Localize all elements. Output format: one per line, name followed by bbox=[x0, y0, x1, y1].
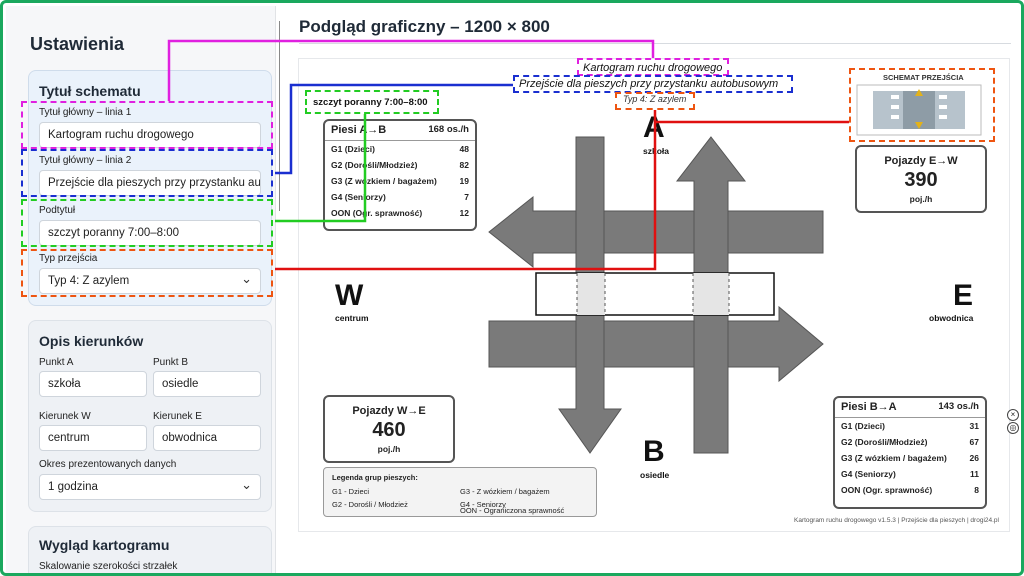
legend-g4: G4 - Seniorzy bbox=[460, 500, 506, 509]
diagram-title-1: Kartogram ruchu drogowego bbox=[583, 62, 723, 74]
legend-title: Legenda grup pieszych: bbox=[332, 473, 418, 482]
dir-e-label: Kierunek E bbox=[153, 411, 202, 422]
node-a-name: szkoła bbox=[643, 146, 669, 156]
period-select[interactable]: 1 godzina bbox=[39, 474, 261, 500]
preview-canvas: Kartogram ruchu drogowego Przejście dla … bbox=[299, 59, 1009, 531]
crossing-island-2 bbox=[693, 273, 729, 315]
node-b-letter: B bbox=[643, 435, 665, 468]
close-icon[interactable]: × bbox=[1007, 409, 1019, 421]
dir-e-input[interactable]: obwodnica bbox=[153, 425, 261, 451]
look-card: Wygląd kartogramu Skalowanie szerokości … bbox=[28, 526, 272, 573]
point-b-input[interactable]: osiedle bbox=[153, 371, 261, 397]
legend-box: Legenda grup pieszych: G1 - Dzieci G3 - Z… bbox=[323, 467, 597, 517]
ped-ba-row-label: G3 (Z wózkiem / bagażem) bbox=[841, 453, 947, 463]
preview-title: Podgląd graficzny – 1200 × 800 bbox=[299, 17, 550, 36]
ped-ba-row-value: 11 bbox=[970, 469, 979, 479]
canvas-footer: Kartogram ruchu drogowego v1.5.3 | Przej… bbox=[794, 517, 999, 524]
crossing-island-1 bbox=[577, 273, 605, 315]
ped-ba-row-label: G2 (Dorośli/Młodzież) bbox=[841, 437, 928, 447]
point-a-input[interactable]: szkoła bbox=[39, 371, 147, 397]
ped-ab-row-label: G3 (Z wózkiem / bagażem) bbox=[331, 176, 437, 186]
legend-oon: OON - Ograniczona sprawność bbox=[460, 506, 565, 515]
title-divider bbox=[299, 43, 1011, 44]
crossing-schema-label: SCHEMAT PRZEJŚCIA bbox=[883, 73, 964, 82]
ped-ab-row-label: G1 (Dzieci) bbox=[331, 144, 375, 154]
ped-ab-row-value: 82 bbox=[459, 160, 469, 170]
ped-ba-total: 143 os./h bbox=[938, 401, 979, 412]
veh-ew-title: Pojazdy E→W bbox=[884, 155, 958, 167]
point-a-label: Punkt A bbox=[39, 357, 74, 368]
dir-w-input[interactable]: centrum bbox=[39, 425, 147, 451]
ped-ab-row-value: 7 bbox=[464, 192, 469, 202]
schema-card-title: Tytuł schematu bbox=[39, 83, 141, 99]
settings-panel: Ustawienia Tytuł schematu Tytuł główny –… bbox=[6, 6, 276, 573]
ped-ab-row-value: 19 bbox=[459, 176, 469, 186]
ped-ab-total: 168 os./h bbox=[428, 124, 469, 135]
legend-g3: G3 - Z wózkiem / bagażem bbox=[460, 487, 550, 496]
ped-ab-row-label: OON (Ogr. sprawność) bbox=[331, 208, 423, 218]
ped-ba-row-value: 26 bbox=[969, 453, 979, 463]
ped-ba-row-value: 8 bbox=[974, 485, 979, 495]
title-line2-input[interactable]: Przejście dla pieszych przy przystanku a… bbox=[39, 170, 261, 196]
node-e-name: obwodnica bbox=[929, 313, 974, 323]
period-label: Okres prezentowanych danych bbox=[39, 459, 177, 470]
legend-g2: G2 - Dorośli / Młodzież bbox=[332, 500, 408, 509]
look-card-title: Wygląd kartogramu bbox=[39, 537, 170, 553]
crossing-zone bbox=[535, 272, 775, 316]
schema-title-card: Tytuł schematu Tytuł główny – linia 1 Ka… bbox=[28, 70, 272, 306]
legend-g1: G1 - Dzieci bbox=[332, 487, 370, 496]
node-e-letter: E bbox=[953, 279, 974, 312]
point-b-label: Punkt B bbox=[153, 357, 189, 368]
arrow-we bbox=[488, 305, 824, 383]
node-b-name: osiedle bbox=[640, 470, 670, 480]
ped-ab-row-label: G2 (Dorośli/Młodzież) bbox=[331, 160, 418, 170]
panel-splitter[interactable] bbox=[279, 21, 280, 211]
subtitle-input[interactable]: szczyt poranny 7:00–8:00 bbox=[39, 220, 261, 246]
directions-card-title: Opis kierunków bbox=[39, 333, 144, 349]
ped-ab-row-label: G4 (Seniorzy) bbox=[331, 192, 386, 202]
ped-ba-row-label: OON (Ogr. sprawność) bbox=[841, 485, 933, 495]
node-w-name: centrum bbox=[335, 313, 369, 323]
veh-ew-unit: poj./h bbox=[909, 194, 933, 204]
ped-ba-row-label: G4 (Seniorzy) bbox=[841, 469, 896, 479]
type-label: Typ przejścia bbox=[39, 253, 98, 264]
veh-we-value: 460 bbox=[372, 419, 406, 441]
ped-ab-box: Piesi A→B 168 os./h G1 (Dzieci) 48 G2 (Dor… bbox=[323, 119, 477, 231]
veh-ew-box: Pojazdy E→W 390 poj./h bbox=[855, 145, 987, 213]
veh-ew-value: 390 bbox=[904, 169, 938, 191]
ped-ab-row-value: 12 bbox=[459, 208, 469, 218]
crossing-type-select[interactable]: Typ 4: Z azylem bbox=[39, 268, 261, 294]
node-a-letter: A bbox=[643, 111, 665, 144]
line2-label: Tytuł główny – linia 2 bbox=[39, 155, 132, 166]
dir-w-label: Kierunek W bbox=[39, 411, 91, 422]
line1-label: Tytuł główny – linia 1 bbox=[39, 107, 132, 118]
veh-we-unit: poj./h bbox=[377, 444, 401, 454]
target-icon[interactable]: ◎ bbox=[1007, 422, 1019, 434]
ped-ab-title: Piesi A→B bbox=[331, 124, 387, 136]
ped-ba-row-value: 67 bbox=[969, 437, 979, 447]
title-line1-input[interactable]: Kartogram ruchu drogowego bbox=[39, 122, 261, 148]
ped-ab-row-value: 48 bbox=[459, 144, 469, 154]
directions-card: Opis kierunków Punkt A Punkt B szkoła os… bbox=[28, 320, 272, 512]
veh-we-box: Pojazdy W→E 460 poj./h bbox=[323, 395, 455, 463]
ped-ba-row-value: 31 bbox=[969, 421, 979, 431]
arrow-scale-label: Skalowanie szerokości strzałek bbox=[39, 561, 178, 572]
arrow-ew bbox=[488, 195, 824, 269]
ped-ba-row-label: G1 (Dzieci) bbox=[841, 421, 885, 431]
diagram-subtitle: szczyt poranny 7:00–8:00 bbox=[313, 97, 428, 108]
ped-ba-box: Piesi B→A 143 os./h G1 (Dzieci) 31 G2 (Dor… bbox=[833, 396, 987, 509]
diagram-type: Typ 4: Z azylem bbox=[623, 94, 687, 104]
settings-title: Ustawienia bbox=[30, 34, 125, 54]
subtitle-label: Podtytuł bbox=[39, 205, 76, 216]
veh-we-title: Pojazdy W→E bbox=[352, 405, 426, 417]
node-w-letter: W bbox=[335, 279, 364, 312]
diagram-title-2: Przejście dla pieszych przy przystanku a… bbox=[519, 78, 779, 90]
ped-ba-title: Piesi B→A bbox=[841, 401, 897, 413]
